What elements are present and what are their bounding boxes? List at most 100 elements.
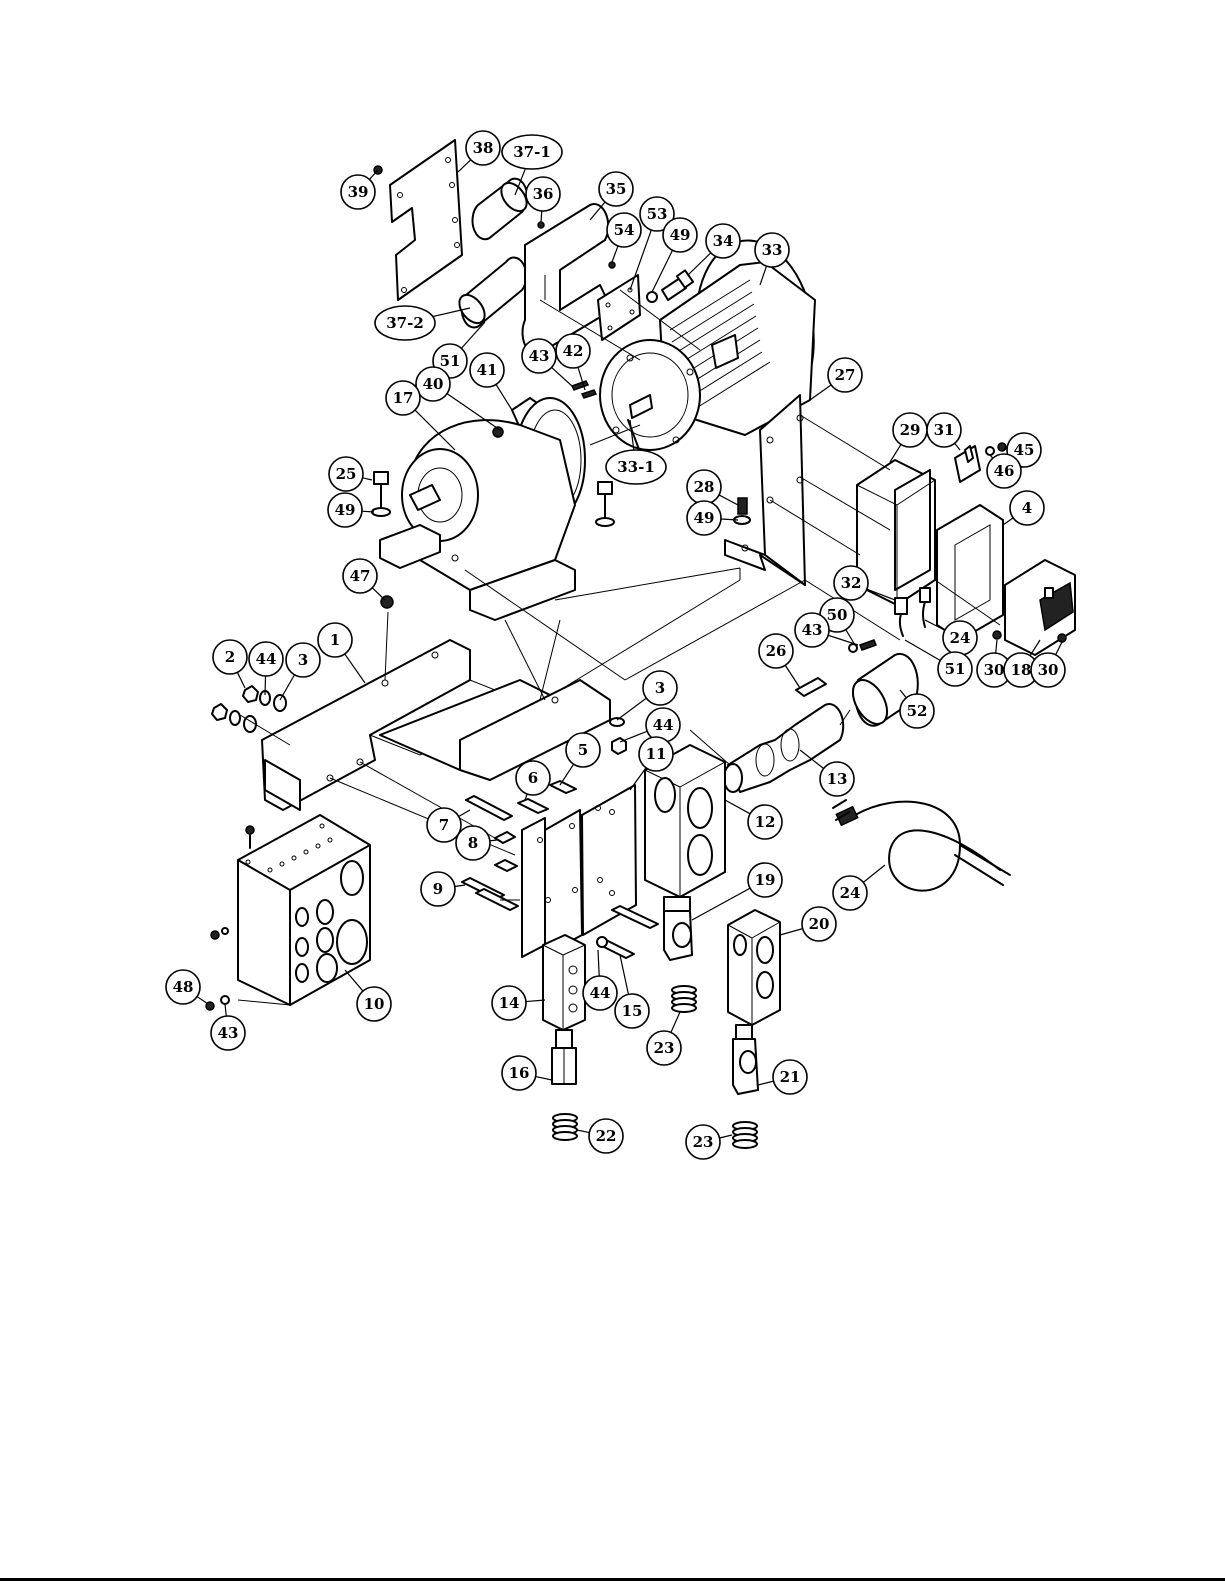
callout-38: 38: [458, 131, 500, 172]
callout-8: 8: [456, 826, 497, 860]
callout-3a: 3: [280, 643, 320, 700]
callout-leader-30b: [1056, 642, 1062, 655]
spring-23a: [672, 986, 696, 1012]
callout-leader-47: [372, 588, 385, 600]
gland-32: [895, 598, 907, 636]
callout-number-16: 16: [509, 1064, 530, 1082]
callout-leader-12: [725, 800, 750, 814]
callout-14: 14: [492, 986, 545, 1020]
callout-leader-44c: [598, 950, 599, 976]
screw-36: [538, 222, 544, 228]
callout-39: 39: [341, 170, 378, 209]
callout-48: 48: [166, 970, 208, 1004]
callout-number-2: 2: [225, 648, 235, 666]
callout-leader-24b: [863, 865, 885, 882]
callout-number-38: 38: [473, 139, 494, 157]
callout-26: 26: [759, 634, 800, 688]
callout-number-8: 8: [468, 834, 478, 852]
callout-number-31: 31: [934, 421, 955, 439]
block-20: [728, 910, 780, 1025]
callout-number-46: 46: [994, 462, 1015, 480]
callout-leader-22: [577, 1130, 589, 1133]
callout-49c: 49: [328, 493, 374, 527]
callout-leader-4: [1003, 518, 1013, 525]
nut-45: [998, 443, 1006, 451]
callout-number-22: 22: [596, 1127, 617, 1145]
callout-number-40: 40: [423, 375, 444, 393]
callout-number-28: 28: [694, 478, 715, 496]
fitting-16: [552, 1030, 576, 1084]
block-14: [543, 935, 585, 1030]
callout-number-43b: 43: [802, 621, 823, 639]
callout-44b: 44: [620, 708, 680, 742]
callout-number-4: 4: [1022, 499, 1032, 517]
callout-number-14: 14: [499, 994, 520, 1012]
callout-leader-2: [237, 672, 245, 688]
callout-number-7: 7: [439, 816, 449, 834]
callout-number-25: 25: [336, 465, 357, 483]
callout-number-29: 29: [900, 421, 921, 439]
callout-number-36: 36: [533, 185, 554, 203]
callout-number-37-2: 37-2: [386, 314, 424, 332]
switch-31: [955, 446, 980, 482]
callout-27: 27: [810, 358, 862, 400]
callout-leader-23a: [671, 1012, 680, 1032]
callout-24a: 24: [925, 620, 977, 655]
callout-20: 20: [780, 907, 836, 941]
callout-number-44b: 44: [653, 716, 674, 734]
screw-54: [609, 262, 615, 268]
callout-13: 13: [800, 750, 854, 796]
callout-49b: 49: [687, 501, 738, 535]
callout-number-47: 47: [350, 567, 371, 585]
callout-leader-23b: [720, 1135, 732, 1138]
callout-number-45: 45: [1014, 441, 1035, 459]
callout-23a: 23: [647, 1012, 681, 1065]
screw-30b: [1058, 634, 1066, 642]
callout-number-52: 52: [907, 702, 928, 720]
callout-number-23a: 23: [654, 1039, 675, 1057]
callout-number-17: 17: [393, 389, 414, 407]
callout-number-12: 12: [755, 813, 776, 831]
callout-2: 2: [213, 640, 247, 688]
callout-number-49b: 49: [694, 509, 715, 527]
callout-number-43a: 43: [529, 347, 550, 365]
callout-leader-54: [612, 246, 618, 262]
callout-22: 22: [577, 1119, 623, 1153]
callout-21: 21: [758, 1060, 807, 1094]
callout-number-10: 10: [364, 995, 385, 1013]
callout-leader-8: [490, 840, 497, 841]
callout-number-49c: 49: [335, 501, 356, 519]
power-cord-24: [833, 800, 1010, 891]
callout-52: 52: [900, 690, 934, 728]
screws-42-43: [572, 381, 596, 398]
callout-number-27: 27: [835, 366, 856, 384]
callout-number-48: 48: [173, 978, 194, 996]
callout-leader-3a: [280, 675, 295, 700]
callout-47: 47: [343, 559, 385, 600]
capacitor-37-2: [454, 258, 526, 328]
callout-28: 28: [687, 470, 738, 505]
callout-10: 10: [345, 970, 391, 1021]
callout-number-5: 5: [578, 741, 588, 759]
callout-number-49a: 49: [670, 226, 691, 244]
callout-leader-43c: [225, 1004, 226, 1016]
callout-leader-26: [785, 665, 800, 688]
callout-16: 16: [502, 1056, 552, 1090]
callout-number-34: 34: [713, 232, 734, 250]
callout-leader-31: [955, 443, 960, 450]
callout-15: 15: [615, 955, 649, 1028]
callout-leader-7: [459, 810, 470, 817]
callout-leader-3b: [617, 698, 646, 720]
spring-22: [553, 1114, 577, 1140]
washer-46: [986, 447, 994, 455]
callout-25: 25: [329, 457, 372, 491]
callout-leader-11: [630, 768, 646, 790]
callout-9: 9: [421, 872, 465, 906]
callout-number-18: 18: [1011, 661, 1032, 679]
callout-number-32: 32: [841, 574, 862, 592]
callout-number-3b: 3: [655, 679, 665, 697]
callout-leader-36: [541, 211, 542, 222]
callout-number-35: 35: [606, 180, 627, 198]
callout-number-1: 1: [330, 631, 340, 649]
